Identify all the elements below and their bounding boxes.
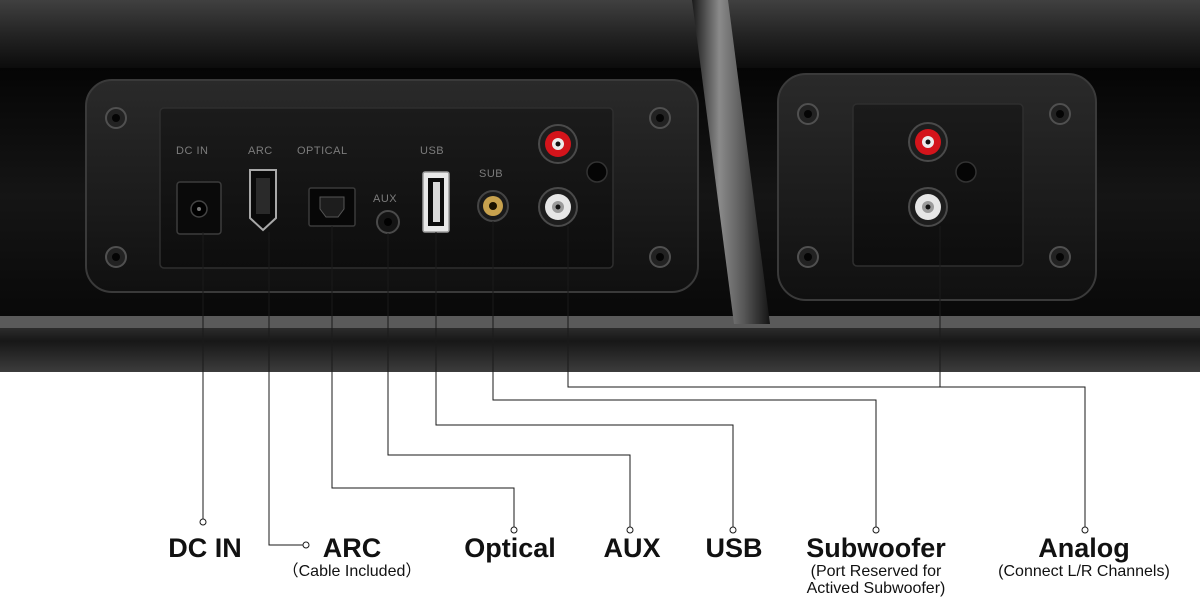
panel-label-arc: ARC: [248, 145, 273, 157]
rca-jack-icon: [538, 187, 578, 227]
callout-arc-note: （Cable Included）: [282, 563, 422, 580]
soundbar-edge-highlight: [0, 316, 1200, 328]
leader-line-subwoofer: [492, 221, 877, 528]
callout-usb: USB: [694, 533, 774, 563]
panel-label-aux: AUX: [373, 193, 398, 205]
callout-optical-title: Optical: [464, 533, 556, 563]
leader-dot: [872, 526, 880, 534]
panel-label-usb: USB: [420, 145, 445, 157]
rca-jack-icon: [908, 122, 948, 162]
leader-dot: [1081, 526, 1089, 534]
right-connector-bay: [777, 73, 1097, 301]
rca-jack-icon: [908, 187, 948, 227]
leader-dot: [302, 541, 310, 549]
soundbar-bottom-surface: [0, 328, 1200, 372]
left-connector-plate: [159, 107, 614, 269]
rca-jack-icon: [538, 124, 578, 164]
panel-label-sub: SUB: [479, 168, 504, 180]
callout-arc-title: ARC: [322, 533, 382, 563]
rca-jack-icon: [477, 190, 509, 222]
leader-dot: [729, 526, 737, 534]
mounting-hole: [586, 161, 608, 183]
callout-analog-title: Analog: [1038, 533, 1130, 563]
callout-analog-note: (Connect L/R Channels): [998, 563, 1170, 580]
panel-label-optical: OPTICAL: [297, 145, 348, 157]
callout-subwoofer: Subwoofer (Port Reserved for Actived Sub…: [784, 533, 968, 597]
screw-icon: [649, 107, 671, 129]
screw-icon: [105, 246, 127, 268]
screw-icon: [105, 107, 127, 129]
left-connector-bay: [85, 79, 699, 293]
callout-dc-in-title: DC IN: [168, 533, 242, 563]
soundbar-top-surface: [0, 0, 1200, 68]
callout-subwoofer-note-1: (Port Reserved for: [810, 563, 942, 580]
callout-analog: Analog (Connect L/R Channels): [972, 533, 1196, 580]
leader-dot: [510, 526, 518, 534]
leader-dot: [626, 526, 634, 534]
callout-subwoofer-title: Subwoofer: [806, 533, 946, 563]
panel-label-dc-in: DC IN: [176, 145, 209, 157]
callout-usb-title: USB: [705, 533, 763, 563]
aux-jack-icon: [376, 210, 400, 234]
soundbar-center-seam: [692, 0, 770, 324]
leader-dots: [199, 518, 1089, 549]
leader-line-arc: [268, 232, 304, 546]
hdmi-port-icon: [249, 169, 277, 232]
optical-port-icon: [308, 187, 356, 227]
mounting-hole: [955, 161, 977, 183]
dc-barrel-jack-icon: [176, 181, 222, 235]
right-connector-plate: [852, 103, 1024, 267]
callout-aux: AUX: [590, 533, 674, 563]
screw-icon: [649, 246, 671, 268]
leader-line-optical: [331, 226, 515, 528]
callout-subwoofer-note-2: Actived Subwoofer): [806, 580, 946, 597]
leader-lines: [202, 221, 1086, 546]
leader-line-usb: [435, 232, 734, 528]
callout-aux-title: AUX: [603, 533, 661, 563]
screw-icon: [1049, 103, 1071, 125]
screw-icon: [797, 246, 819, 268]
screw-icon: [1049, 246, 1071, 268]
callout-dc-in: DC IN: [160, 533, 250, 563]
callout-arc: ARC （Cable Included）: [272, 533, 432, 580]
screw-icon: [797, 103, 819, 125]
leader-line-aux: [387, 233, 631, 528]
usb-port-icon: [422, 171, 450, 233]
leader-line-analog: [567, 226, 1086, 528]
callout-optical: Optical: [450, 533, 570, 563]
leader-dot: [199, 518, 207, 526]
